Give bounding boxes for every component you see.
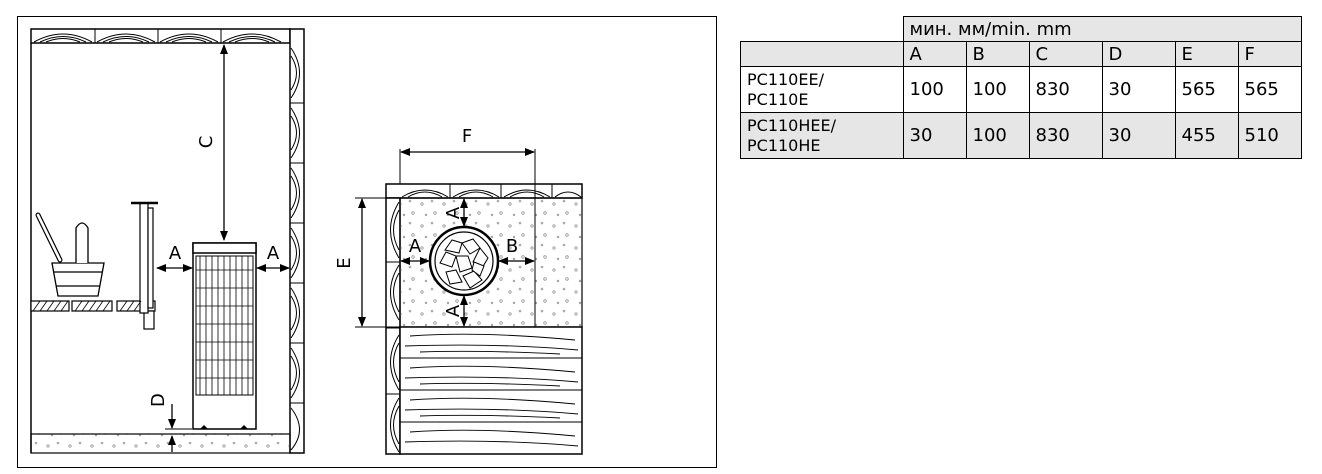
dimension-a-side-label: A [409,236,422,257]
column-header-b: B [965,41,1030,67]
top-view: F E A A B A [334,126,583,455]
installation-diagram: C A A D [30,28,583,455]
floor [30,433,291,454]
column-header-d: D [1101,41,1176,67]
value-cell: 100 [965,112,1030,159]
column-header-e: E [1174,41,1239,67]
value-cell: 830 [1028,66,1103,113]
table-row: PC110EE/PC110E 100 100 830 30 565 565 [740,66,1302,113]
value-cell: 565 [1237,66,1302,113]
table-header-row: A B C D E F [740,41,1302,67]
sauna-heater [192,242,257,430]
dimension-a-right-label: A [267,243,280,264]
dimension-f-label: F [462,126,472,147]
value-cell: 30 [902,112,967,159]
value-cell: 100 [965,66,1030,113]
dimension-e-label: E [334,257,355,268]
table-unit-row: мин. мм/min. mm [741,16,1302,42]
bench [30,201,158,330]
value-cell: 100 [902,66,967,113]
bench-planks [399,326,583,455]
column-header-a: A [902,41,967,67]
value-cell: 455 [1174,112,1239,159]
value-cell: 565 [1174,66,1239,113]
ceiling-beam [30,28,291,44]
value-cell: 510 [1237,112,1302,159]
dimension-c-label: C [196,136,217,149]
dimension-a-left-label: A [169,243,182,264]
column-header-f: F [1237,41,1302,67]
dimension-d-label: D [148,393,169,407]
left-wall [385,197,401,455]
dimension-a-top-label: A [443,206,464,219]
sauna-bucket [35,212,105,297]
installation-diagram-frame [17,16,717,468]
value-cell: 30 [1101,112,1176,159]
model-cell: PC110EE/PC110E [740,66,904,113]
dimension-b-label: B [506,236,518,257]
wall-grain [290,47,304,451]
clearance-table: мин. мм/min. mm A B C D E F PC110EE/PC11… [740,16,1302,159]
value-cell: 30 [1101,66,1176,113]
side-view: C A A D [30,28,305,454]
value-cell: 830 [1028,112,1103,159]
table-row: PC110HEE/PC110HE 30 100 830 30 455 510 [740,112,1302,159]
dimension-a-bottom-label: A [443,304,464,317]
model-cell: PC110HEE/PC110HE [740,112,904,159]
side-wall [289,28,305,454]
ceiling-grain [33,29,282,43]
unit-header: мин. мм/min. mm [902,16,1302,42]
column-header-c: C [1028,41,1103,67]
heater-top-view [428,225,500,297]
